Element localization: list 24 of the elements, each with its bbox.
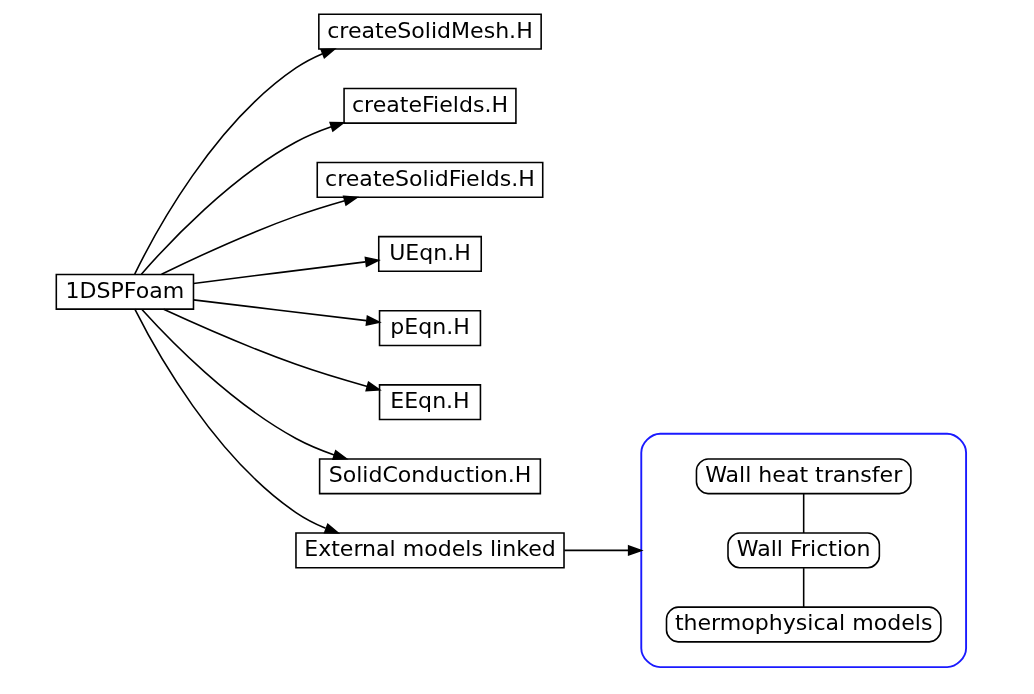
node-box: External models linked	[294, 532, 565, 569]
node-box: UEqn.H	[377, 235, 482, 273]
arrow	[162, 308, 382, 392]
node-box: createSolidMesh.H	[317, 13, 542, 50]
arrow	[192, 256, 381, 285]
node-box: thermophysical models	[665, 606, 942, 643]
node-box: pEqn.H	[378, 309, 481, 347]
node-box: Wall heat transfer	[695, 458, 912, 495]
arrow	[140, 308, 349, 460]
node-box: createSolidFields.H	[315, 161, 543, 198]
arrow	[192, 299, 382, 327]
node-box: SolidConduction.H	[318, 458, 541, 495]
node-box: createFields.H	[342, 87, 517, 124]
arrow	[133, 308, 340, 534]
node-box: Wall Friction	[726, 532, 880, 569]
node-box: 1DSPFoam	[55, 273, 194, 310]
arrow	[140, 121, 346, 275]
arrow	[160, 195, 359, 276]
arrow	[133, 48, 337, 275]
connector	[802, 493, 804, 534]
connector	[802, 567, 804, 608]
cluster	[639, 432, 967, 669]
arrow	[563, 544, 644, 556]
node-box: EEqn.H	[378, 384, 481, 421]
